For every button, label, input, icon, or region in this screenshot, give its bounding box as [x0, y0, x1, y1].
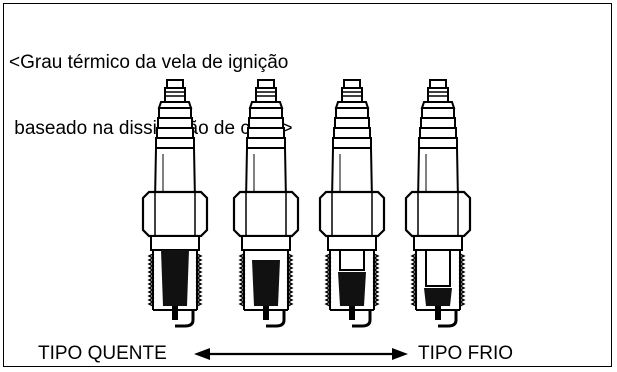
title-line-1: <Grau térmico da vela de ignição	[9, 52, 289, 73]
spark-plug-1	[141, 78, 209, 328]
double-arrow	[194, 348, 408, 360]
spark-plug-3	[318, 78, 386, 328]
diagram-frame	[3, 3, 612, 367]
diagram-title: <Grau térmico da vela de ignição baseado…	[9, 8, 293, 162]
label-cold-type: TIPO FRIO	[418, 343, 513, 364]
spark-plug-4	[404, 78, 472, 328]
spark-plug-2	[232, 78, 300, 328]
label-hot-type: TIPO QUENTE	[38, 343, 167, 364]
